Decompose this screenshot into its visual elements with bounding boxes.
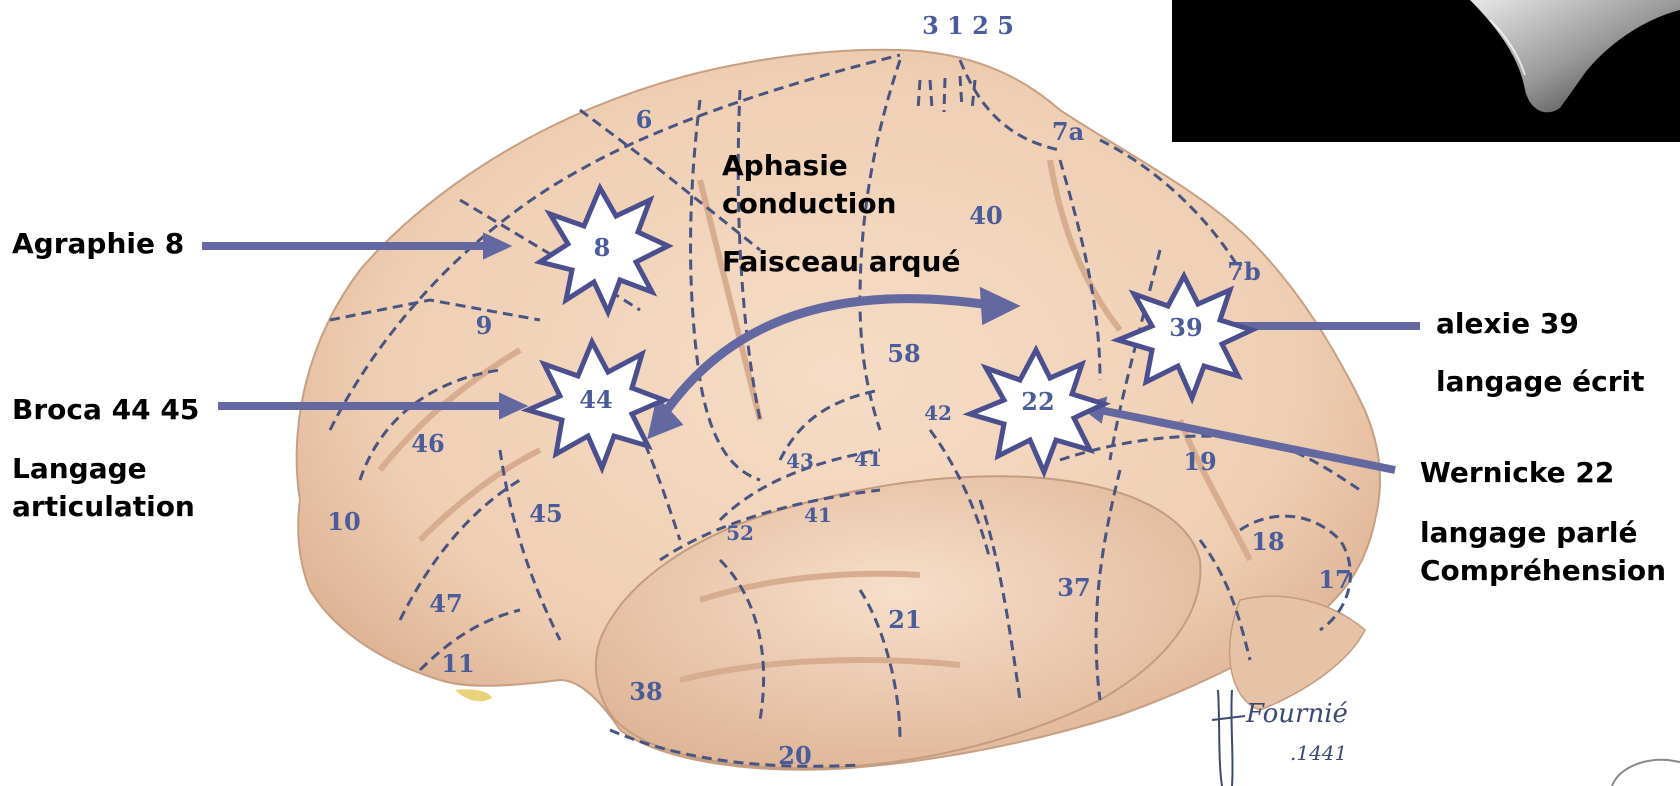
label-agraphie: Agraphie 8: [12, 226, 184, 262]
area-label-21: 21: [888, 605, 921, 634]
label-alexie: alexie 39: [1436, 306, 1579, 342]
label-wernicke-sub1: langage parlé: [1420, 515, 1637, 551]
starburst-22-label: 22: [1021, 387, 1054, 416]
area-label-7a: 7a: [1052, 117, 1084, 146]
label-broca: Broca 44 45: [12, 392, 199, 428]
signature-line2: .1441: [1290, 741, 1347, 765]
photo-inset: [1172, 0, 1680, 142]
area-label-19: 19: [1183, 447, 1216, 476]
starburst-39-label: 39: [1169, 313, 1202, 342]
area-label-47: 47: [429, 589, 462, 618]
label-broca-sub2: articulation: [12, 489, 195, 525]
area-label-40: 40: [969, 201, 1002, 230]
area-label-3125: 3 1 2 5: [922, 11, 1014, 40]
signature-line1: Fournié: [1245, 699, 1348, 729]
label-broca-sub1: Langage: [12, 451, 147, 487]
area-label-41b: 41: [804, 503, 832, 527]
label-faisceau: Faisceau arqué: [722, 244, 960, 280]
corner-circle: [1612, 760, 1680, 786]
starburst-8-label: 8: [594, 233, 611, 262]
area-label-11: 11: [441, 649, 474, 678]
area-label-37: 37: [1057, 573, 1090, 602]
area-label-9: 9: [476, 311, 493, 340]
area-label-20: 20: [778, 741, 811, 770]
area-label-7b: 7b: [1227, 257, 1260, 286]
label-wernicke: Wernicke 22: [1420, 455, 1614, 491]
area-label-38: 38: [629, 677, 662, 706]
area-label-45: 45: [529, 499, 562, 528]
area-label-42: 42: [924, 401, 952, 425]
area-label-46: 46: [411, 429, 444, 458]
area-label-17: 17: [1318, 565, 1351, 594]
area-label-41: 41: [854, 447, 882, 471]
label-alexie-sub: langage écrit: [1436, 364, 1645, 400]
area-label-18: 18: [1251, 527, 1284, 556]
area-label-58: 58: [887, 339, 920, 368]
label-aphasie-2: conduction: [722, 186, 897, 222]
area-label-10: 10: [327, 507, 360, 536]
starburst-44-label: 44: [579, 385, 612, 414]
area-label-6: 6: [636, 105, 653, 134]
label-aphasie-1: Aphasie: [722, 148, 848, 184]
label-wernicke-sub2: Compréhension: [1420, 553, 1666, 589]
area-label-52: 52: [726, 521, 754, 545]
area-label-43: 43: [786, 449, 814, 473]
artist-signature: Fournié .1441: [1212, 690, 1348, 786]
